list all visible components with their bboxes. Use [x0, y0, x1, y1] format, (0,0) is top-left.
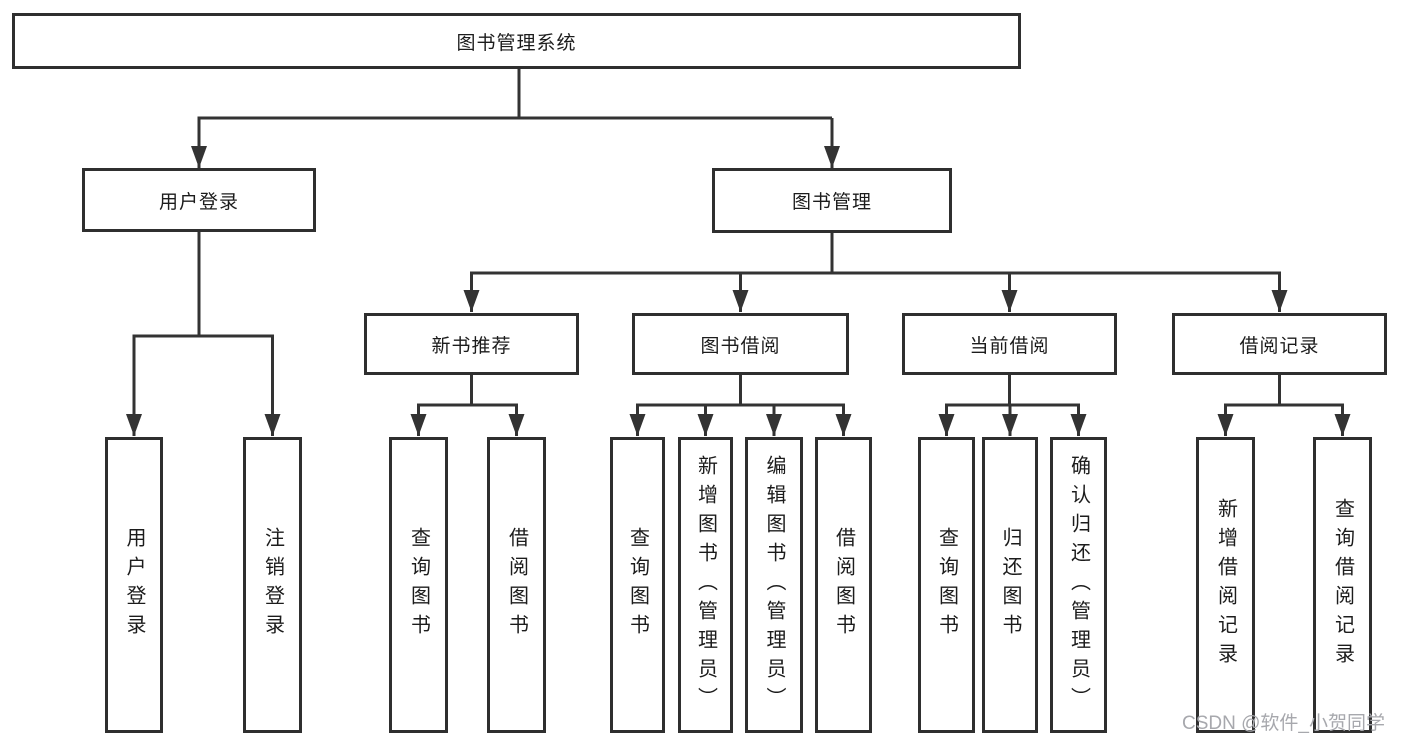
node-label: 当前借阅 [969, 335, 1050, 357]
leaf-label: 注销登录 [261, 527, 284, 643]
leaf-label: 确认归还（管理员） [1067, 454, 1090, 716]
node-book-management: 图书管理 [712, 168, 952, 233]
node-current-borrowing: 当前借阅 [902, 313, 1117, 375]
leaf-label: 查询图书 [626, 527, 649, 643]
leaf-label: 新增借阅记录 [1214, 498, 1237, 672]
leaf-label: 新增图书（管理员） [694, 454, 717, 716]
node-user-login: 用户登录 [82, 168, 316, 232]
node-label: 图书管理系统 [456, 32, 577, 54]
leaf-logout: 注销登录 [243, 437, 302, 733]
leaf-label: 查询图书 [407, 527, 430, 643]
leaf-label: 归还图书 [999, 527, 1021, 643]
csdn-watermark: CSDN @软件_小贺同学 [1182, 713, 1385, 734]
leaf-borrow-add-book-admin: 新增图书（管理员） [678, 437, 733, 733]
leaf-borrow-edit-book-admin: 编辑图书（管理员） [745, 437, 803, 733]
node-library-management-system: 图书管理系统 [12, 13, 1021, 69]
leaf-recommend-borrow-book: 借阅图书 [487, 437, 546, 733]
leaf-user-login: 用户登录 [105, 437, 163, 733]
leaf-recommend-query-book: 查询图书 [389, 437, 448, 733]
leaf-label: 借阅图书 [832, 527, 855, 643]
node-label: 借阅记录 [1239, 335, 1320, 357]
node-label: 图书管理 [791, 192, 872, 213]
node-label: 新书推荐 [431, 335, 512, 357]
leaf-current-confirm-return-admin: 确认归还（管理员） [1050, 437, 1107, 733]
node-label: 图书借阅 [700, 335, 781, 357]
leaf-label: 查询借阅记录 [1331, 498, 1354, 672]
node-new-book-recommend: 新书推荐 [364, 313, 579, 375]
leaf-current-return-book: 归还图书 [982, 437, 1038, 733]
node-book-borrowing: 图书借阅 [632, 313, 849, 375]
leaf-label: 查询图书 [935, 527, 958, 643]
leaf-current-query-book: 查询图书 [918, 437, 975, 733]
leaf-label: 用户登录 [123, 527, 145, 643]
leaf-records-add-record: 新增借阅记录 [1196, 437, 1255, 733]
leaf-records-query-record: 查询借阅记录 [1313, 437, 1372, 733]
leaf-borrow-query-book: 查询图书 [610, 437, 665, 733]
node-borrowing-records: 借阅记录 [1172, 313, 1387, 375]
leaf-label: 借阅图书 [505, 527, 528, 643]
leaf-label: 编辑图书（管理员） [763, 454, 785, 716]
node-label: 用户登录 [158, 191, 239, 213]
leaf-borrow-borrow-book: 借阅图书 [815, 437, 872, 733]
